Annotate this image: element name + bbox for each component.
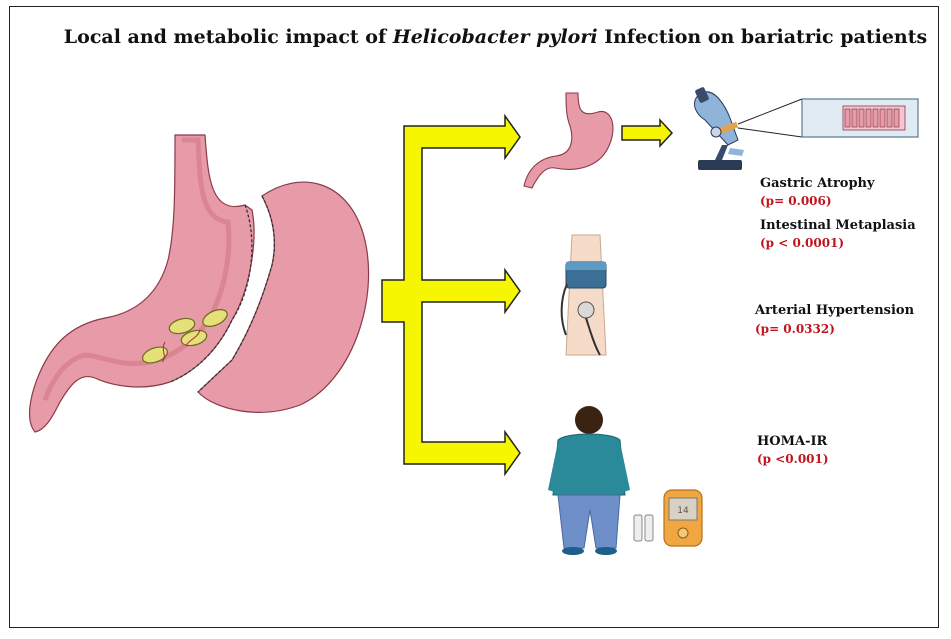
- blood-pressure-arm-icon: [560, 234, 607, 356]
- p-value-homa-ir: (p <0.001): [757, 452, 829, 466]
- arrow-to-microscope: [621, 118, 674, 148]
- obese-person-icon: [548, 406, 630, 555]
- microscope-icon: [694, 87, 744, 170]
- gastric-sleeve: [29, 134, 255, 433]
- stomach-icon: [523, 92, 614, 189]
- branching-arrows: [381, 113, 674, 477]
- figure-title: Local and metabolic impact of Helicobact…: [0, 26, 951, 48]
- arrow-branch-structure: [381, 113, 521, 477]
- microscope-slide: [737, 98, 919, 138]
- p-value-arterial-hypertension: (p= 0.0332): [755, 322, 835, 336]
- glucometer-icon: [633, 489, 703, 547]
- h-pylori-bacteria: [141, 309, 228, 364]
- title-part-1: Local and metabolic impact of: [63, 26, 393, 48]
- outcome-label-gastric-atrophy: Gastric Atrophy: [760, 176, 875, 191]
- outcome-label-homa-ir: HOMA-IR: [757, 434, 828, 449]
- outcome-label-intestinal-metaplasia: Intestinal Metaplasia: [760, 218, 916, 233]
- p-value-gastric-atrophy: (p= 0.006): [760, 194, 832, 208]
- title-part-2: Infection on bariatric patients: [597, 26, 928, 48]
- glucometer-reading: 14: [677, 506, 689, 516]
- title-organism: Helicobacter pylori: [392, 26, 598, 48]
- p-value-intestinal-metaplasia: (p < 0.0001): [760, 236, 845, 250]
- sleeve-gastrectomy-stomach: [29, 134, 370, 433]
- outcome-label-arterial-hypertension: Arterial Hypertension: [755, 303, 915, 318]
